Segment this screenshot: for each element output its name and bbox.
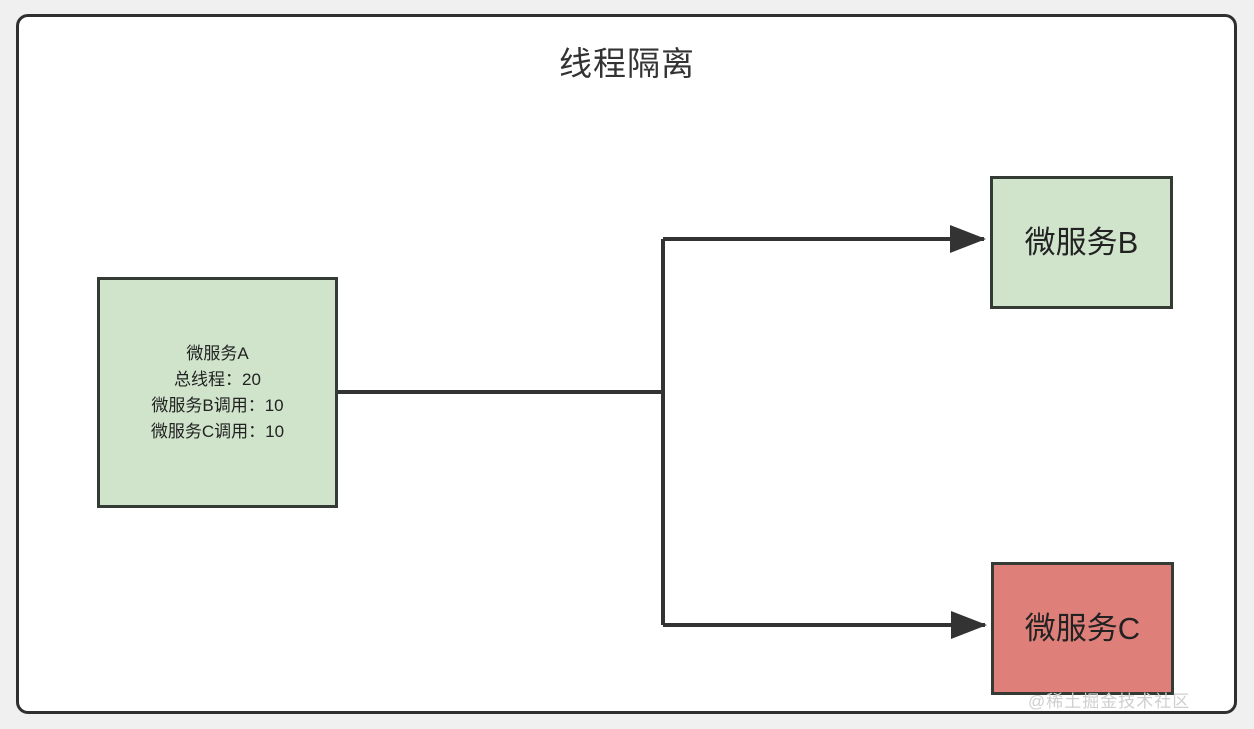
node-microservice-b[interactable]: 微服务B (990, 176, 1173, 309)
page-title: 线程隔离 (559, 45, 695, 82)
node-b-label: 微服务B (1024, 224, 1139, 260)
node-a-line-3: 微服务B调用：10 (151, 395, 284, 415)
node-a-line-1: 微服务A (186, 343, 249, 363)
watermark-text: @稀土掘金技术社区 (1028, 692, 1191, 711)
node-microservice-a[interactable]: 微服务A 总线程：20 微服务B调用：10 微服务C调用：10 (97, 277, 338, 508)
node-c-label: 微服务C (1024, 610, 1141, 646)
node-a-line-2: 总线程：20 (174, 369, 261, 389)
node-a-line-4: 微服务C调用：10 (150, 421, 285, 441)
node-microservice-c[interactable]: 微服务C (991, 562, 1174, 695)
